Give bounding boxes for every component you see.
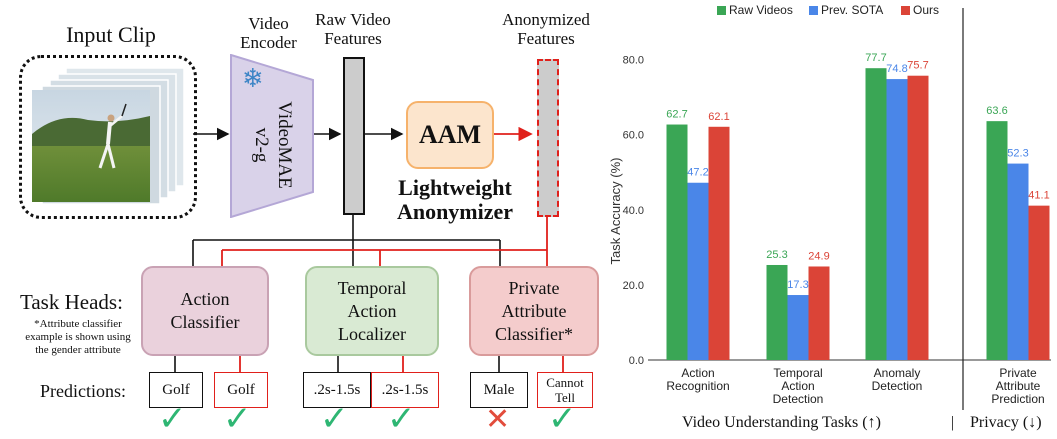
private-attribute-classifier-head: Private Attribute Classifier* [469,266,599,356]
bar [986,121,1008,360]
bar [666,124,688,360]
video-encoder-block [230,54,314,218]
x-tick-label: Detection [872,379,923,393]
data-label: 77.7 [865,52,886,64]
data-label: 62.1 [708,111,729,123]
legend-label: Ours [913,3,939,17]
snowflake-icon: ❄ [242,64,264,94]
input-clip-frame [19,55,197,219]
check-icon: ✓ [320,399,349,439]
bar [865,68,887,361]
x-tick-label: Temporal [773,366,822,380]
prediction-box-raw-temporal: .2s-1.5s [303,372,371,408]
check-icon: ✓ [548,399,577,439]
data-label: 25.3 [766,249,787,261]
group-label-separator: | [951,414,955,431]
legend-label: Raw Videos [729,3,793,17]
prediction-box-anon-temporal: .2s-1.5s [371,372,439,408]
y-axis-label: Task Accuracy (%) [608,158,623,265]
action-classifier-head: Action Classifier [141,266,269,356]
input-clip-label: Input Clip [66,22,156,47]
group-label-video-understanding: Video Understanding Tasks (↑) [682,414,881,431]
accuracy-bar-chart: Task Accuracy (%) 0.0 20.0 40.0 60.0 80.0 Raw … [608,3,1051,410]
lightweight-anonymizer-label: Lightweight Anonymizer [396,175,514,224]
x-tick-label: Detection [773,392,824,406]
x-tick-label: Anomaly [874,366,921,380]
bar [808,266,830,360]
data-label: 17.3 [787,279,808,291]
group-label-privacy: Privacy (↓) [970,414,1042,431]
bar [1028,205,1050,360]
aam-label: AAM [418,120,482,149]
legend-label: Prev. SOTA [821,3,883,17]
connector-lines [174,126,564,372]
x-tick-label: Action [681,366,714,380]
y-tick-label: 20.0 [623,280,644,292]
task-heads-label: Task Heads: [20,290,123,314]
x-tick-label: Prediction [991,392,1044,406]
x-tick-label: Attribute [996,379,1041,393]
data-label: 47.2 [687,167,708,179]
chart-group-labels: Video Understanding Tasks (↑) | Privacy … [600,412,1057,434]
raw-features-bar [343,57,365,215]
x-tick-label: Private [999,366,1037,380]
golfer-frame-image [32,90,150,202]
input-clip-frames [32,67,185,205]
data-label: 75.7 [907,60,928,72]
footnote: *Attribute classifier example is shown u… [25,318,131,356]
y-tick-label: 0.0 [629,355,644,367]
predictions-label: Predictions: [40,381,126,401]
pipeline-diagram: Input Clip Video Encoder [19,10,599,439]
bar [766,264,788,360]
data-label: 63.6 [986,105,1007,117]
data-label: 24.9 [808,250,829,262]
cross-icon: ✕ [485,402,511,437]
data-label: 62.7 [666,109,687,121]
legend-swatch [901,6,910,15]
x-tick-label: Action [781,379,814,393]
data-label: 74.8 [886,63,907,75]
y-tick-label: 80.0 [623,55,644,67]
check-icon: ✓ [387,399,416,439]
check-icon: ✓ [223,399,252,439]
bar [687,182,709,360]
check-icon: ✓ [158,399,187,439]
anonymized-features-label: Anonymized Features [502,10,590,48]
prediction-box-anon-action: Golf [214,372,268,408]
encoder-name: VideoMAE v2-g [251,101,295,189]
bar [907,75,929,361]
bar [886,79,908,360]
y-tick-label: 60.0 [623,130,644,142]
legend-swatch [717,6,726,15]
x-tick-label: Recognition [666,379,729,393]
prediction-box-raw-attribute: Male [470,372,528,408]
prediction-box-anon-attribute: Cannot Tell [537,372,593,408]
data-label: 52.3 [1007,148,1028,160]
bar [1007,163,1029,360]
video-encoder-label: Video Encoder [240,14,297,52]
raw-features-label: Raw Video Features [315,10,391,48]
legend-swatch [809,6,818,15]
bar [708,126,730,360]
bar [787,295,809,360]
aam-block: AAM [406,101,494,169]
y-tick-label: 40.0 [623,205,644,217]
data-label: 41.1 [1028,190,1049,202]
anonymized-features-bar [537,59,559,217]
prediction-box-raw-action: Golf [149,372,203,408]
temporal-action-localizer-head: Temporal Action Localizer [305,266,439,356]
